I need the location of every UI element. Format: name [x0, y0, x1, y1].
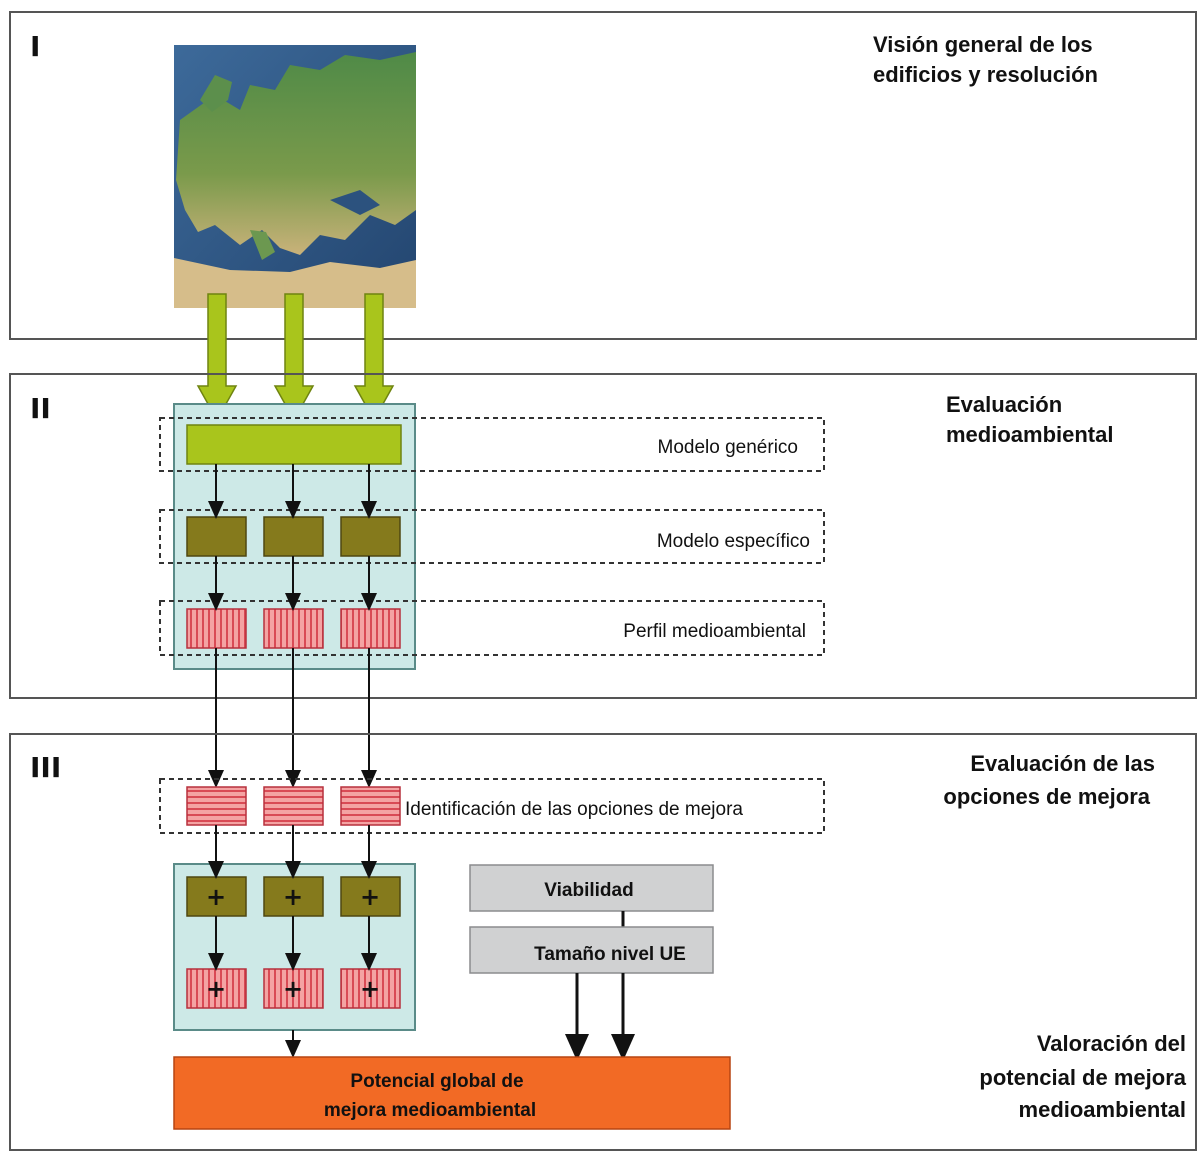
section-iii-title-line2: opciones de mejora [943, 784, 1150, 809]
specific-model-box-2 [263, 516, 324, 557]
section-i-frame [9, 11, 1197, 340]
specific-model-box-1 [186, 516, 247, 557]
improved-profile-box-2 [263, 968, 324, 1009]
viability-box [469, 864, 714, 912]
row-profile-dashed [159, 600, 825, 656]
row-options-label: Identificación de las opciones de mejora [405, 799, 743, 820]
green-arrow-3 [353, 293, 395, 422]
section-iii-frame [9, 733, 1197, 1151]
generic-model-box [186, 424, 402, 465]
section-iii-result-title-line2: potencial de mejora [979, 1065, 1186, 1090]
row-profile-label: Perfil medioambiental [623, 621, 806, 642]
option-box-1 [186, 786, 247, 826]
row-specific-dashed [159, 509, 825, 564]
plus-icon: + [360, 883, 380, 911]
result-label-line1: Potencial global de [350, 1071, 523, 1092]
section-i-numeral: I [30, 30, 40, 63]
section-ii-title-line1: Evaluación [946, 392, 1062, 417]
profile-box-2 [263, 608, 324, 649]
plus-icon: + [360, 975, 380, 1003]
result-box [173, 1056, 731, 1130]
profile-box-1 [186, 608, 247, 649]
result-label-line2: mejora medioambiental [324, 1100, 536, 1121]
green-arrow-1 [196, 293, 238, 422]
improved-profile-box-1 [186, 968, 247, 1009]
section-iii-result-title-line1: Valoración del [1037, 1031, 1186, 1056]
section-iii-title-line1: Evaluación de las [970, 751, 1155, 776]
flow-arrows-ii [208, 464, 377, 788]
option-box-2 [263, 786, 324, 826]
eu-size-label: Tamaño nivel UE [534, 944, 686, 965]
section-iii-numeral: III [30, 751, 61, 784]
plus-icon: + [206, 975, 226, 1003]
row-options-dashed [159, 778, 825, 834]
specific-model-box-3 [340, 516, 401, 557]
eu-size-box [469, 926, 714, 974]
input-arrows [196, 293, 395, 422]
section-ii-numeral: II [30, 392, 51, 425]
section-iii-result-title-line3: medioambiental [1019, 1097, 1186, 1122]
green-arrow-2 [273, 293, 315, 422]
row-generic-dashed [159, 417, 825, 472]
viability-label: Viabilidad [544, 880, 633, 901]
grey-arrows [565, 973, 635, 1061]
plus-icon: + [206, 883, 226, 911]
section-ii-frame [9, 373, 1197, 699]
row-generic-label: Modelo genérico [658, 437, 798, 458]
plus-icon: + [283, 975, 303, 1003]
plus-icon: + [283, 883, 303, 911]
section-i-title-line1: Visión general de los [873, 32, 1093, 57]
section-ii-title-line2: medioambiental [946, 422, 1113, 447]
europe-map-image [174, 45, 416, 308]
improved-model-box-3 [340, 876, 401, 917]
profile-box-3 [340, 608, 401, 649]
row-specific-label: Modelo específico [657, 531, 810, 552]
section-i-title-line2: edificios y resolución [873, 62, 1098, 87]
option-box-3 [340, 786, 401, 826]
flow-arrows-iii [208, 825, 377, 1058]
